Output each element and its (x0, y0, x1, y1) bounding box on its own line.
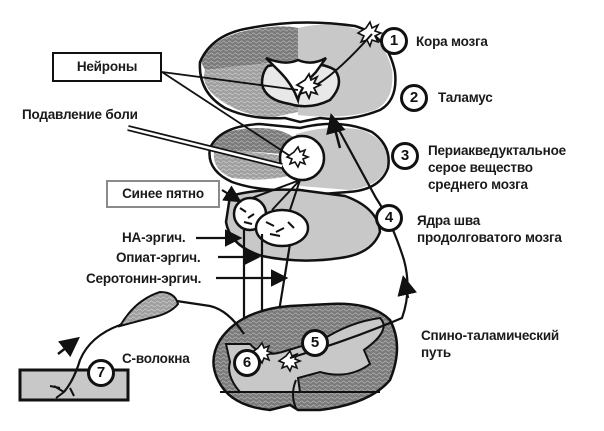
serotonin-ergic-label: Серотонин-эргич. (86, 271, 202, 286)
thalamus-label: Таламус (438, 90, 493, 105)
cortex-left-dark (200, 26, 298, 70)
pag-label-line1: Периакведуктальное (428, 143, 566, 158)
c-fibers-label: С-волокна (122, 351, 190, 366)
spinothalamic-label-line2: путь (421, 345, 451, 360)
midbrain-section (208, 122, 390, 196)
brain-section (198, 20, 397, 124)
cortex-label: Кора мозга (416, 34, 488, 49)
marker-5: 5 (301, 329, 329, 357)
midbrain-left-light (213, 151, 292, 180)
midbrain-outline (208, 122, 390, 196)
raphe-label-line1: Ядра шва (417, 213, 481, 228)
drg-ganglion (117, 290, 180, 328)
pag-projections (251, 179, 301, 211)
lc-cells (239, 207, 255, 225)
ascending-arrow-lower (397, 275, 418, 299)
raphe-cells (265, 221, 295, 237)
medulla-section (224, 179, 382, 262)
marker-1: 1 (380, 27, 408, 55)
nerve-endings (49, 385, 75, 399)
neurons-box: Нейроны (52, 52, 162, 82)
locus-coeruleus-label: Синее пятно (122, 186, 204, 201)
cortex-neuron (356, 20, 384, 49)
spinal-cord-section (212, 302, 399, 412)
c-fiber-arrow (57, 336, 80, 358)
pag-label-line3: среднего мозга (428, 177, 528, 192)
marker-4: 4 (375, 204, 403, 232)
locus-coeruleus-box: Синее пятно (106, 180, 220, 208)
brain-outline (198, 21, 397, 124)
thalamus-neuron (295, 71, 323, 101)
pain-suppression-arrow-inner (127, 126, 283, 168)
spinal-midline (220, 379, 380, 409)
marker-2: 2 (400, 84, 428, 112)
locus-arrow (221, 185, 242, 203)
na-ergic-label: НА-эргич. (122, 230, 186, 245)
spinothalamic-label-line1: Спино-таламический (421, 328, 560, 343)
marker-3: 3 (391, 142, 419, 170)
opiate-ergic-label: Опиат-эргич. (116, 250, 201, 265)
pag-neuron (285, 145, 311, 169)
marker-7: 7 (87, 359, 115, 387)
marker-6: 6 (233, 349, 261, 377)
neurons-leader-1 (161, 71, 299, 91)
neurons-label: Нейроны (76, 59, 138, 74)
thalamocortical-fiber (317, 33, 373, 85)
ascending-arrow-upper (326, 113, 346, 149)
pain-suppression-label: Подавление боли (22, 107, 138, 122)
pag-label-line2: серое вещество (428, 160, 533, 175)
peripheral-nerve (18, 290, 245, 402)
leader-lines (127, 71, 299, 287)
neurons-leader-2 (161, 71, 291, 157)
raphe-label-line2: продолговатого мозга (417, 230, 562, 245)
midbrain-left-dark (212, 128, 296, 156)
gray-matter (224, 316, 385, 393)
